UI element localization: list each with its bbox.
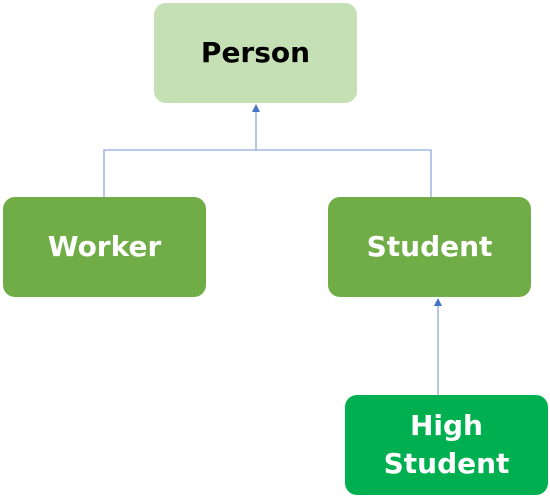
person-node: Person bbox=[154, 3, 357, 103]
worker-node: Worker bbox=[3, 197, 206, 297]
person-label: Person bbox=[200, 36, 311, 70]
high-student-node: High Student bbox=[345, 395, 548, 495]
high-student-label-line1: High bbox=[409, 409, 483, 443]
worker-label: Worker bbox=[47, 230, 162, 264]
student-node: Student bbox=[328, 197, 531, 297]
connector-worker-student-to-person bbox=[103, 149, 432, 197]
student-label: Student bbox=[366, 230, 493, 264]
high-student-label-line2: Student bbox=[383, 447, 510, 480]
